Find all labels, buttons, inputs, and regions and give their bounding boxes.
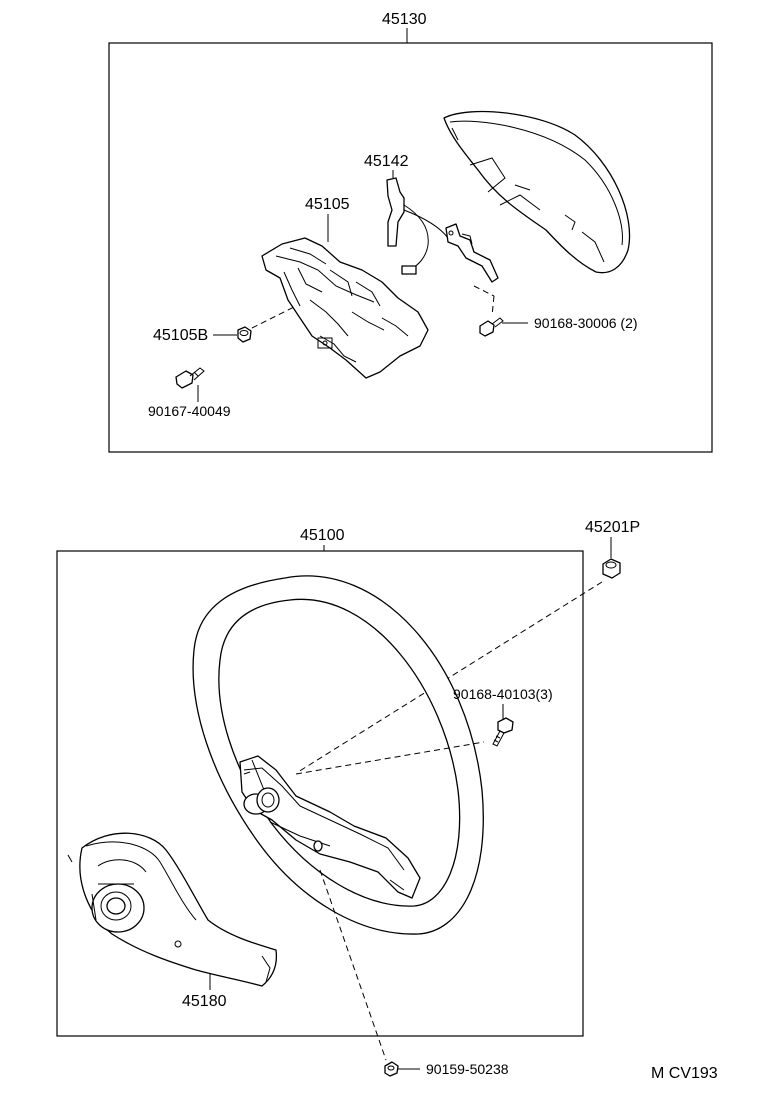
dash-bottom-screw bbox=[319, 869, 387, 1061]
contact-plate-45142[interactable] bbox=[386, 177, 499, 283]
bracket-45105[interactable] bbox=[261, 237, 429, 379]
pad-45180[interactable] bbox=[67, 832, 278, 987]
dash-plate-screw-2 bbox=[491, 295, 495, 317]
screw-icon[interactable] bbox=[384, 1061, 399, 1077]
drawing-code: M CV193 bbox=[651, 1065, 718, 1082]
screw-icon[interactable] bbox=[479, 317, 504, 337]
label-90159-50238[interactable]: 90159-50238 bbox=[426, 1061, 509, 1077]
assembly-45130-frame bbox=[108, 42, 713, 453]
assembly-45130-group: 45130 45142 45105 bbox=[108, 11, 713, 453]
label-45105[interactable]: 45105 bbox=[305, 196, 350, 213]
dash-nut-bracket bbox=[251, 305, 297, 329]
label-45201P[interactable]: 45201P bbox=[585, 519, 640, 536]
horn-cover-part[interactable] bbox=[443, 110, 631, 274]
screw-icon[interactable] bbox=[492, 717, 514, 747]
label-45100[interactable]: 45100 bbox=[300, 527, 345, 544]
dash-plate-screw bbox=[473, 285, 495, 297]
assembly-45100-frame bbox=[56, 550, 584, 1037]
dash-screw-wheel bbox=[295, 741, 485, 775]
label-90168-40103[interactable]: 90168-40103(3) bbox=[453, 686, 553, 702]
label-45180[interactable]: 45180 bbox=[182, 993, 227, 1010]
assembly-45100-group: 45100 45201P 90168-40103 bbox=[56, 519, 640, 1077]
label-90167-40049[interactable]: 90167-40049 bbox=[148, 403, 231, 419]
label-45142[interactable]: 45142 bbox=[364, 153, 409, 170]
label-90168-30006[interactable]: 90168-30006 (2) bbox=[534, 315, 638, 331]
bolt-icon[interactable] bbox=[175, 367, 205, 389]
nut-icon[interactable] bbox=[237, 326, 252, 343]
label-45130[interactable]: 45130 bbox=[382, 11, 427, 28]
steering-wheel-45100[interactable] bbox=[192, 575, 484, 935]
nut-icon[interactable] bbox=[602, 558, 621, 579]
label-45105B[interactable]: 45105B bbox=[153, 327, 208, 344]
